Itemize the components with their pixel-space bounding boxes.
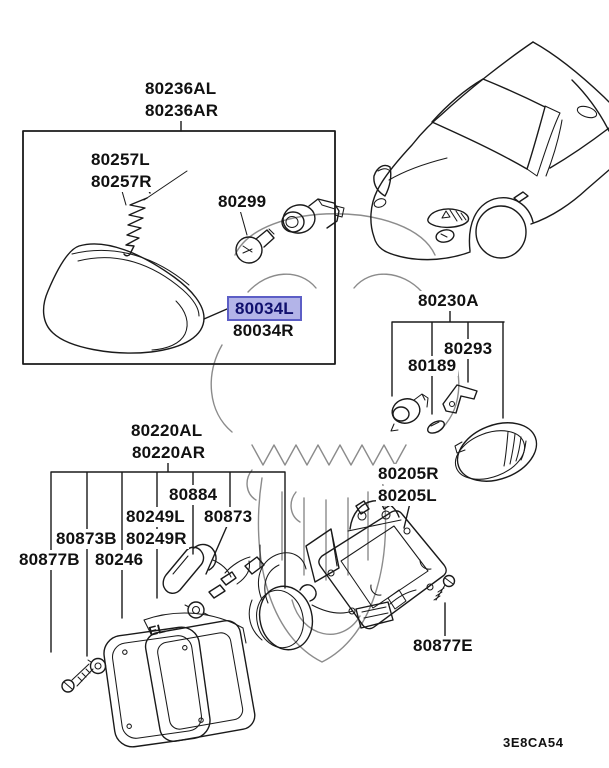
fog-lamp-bracket-drawing [305, 495, 447, 630]
part-label-80257L[interactable]: 80257L [89, 150, 152, 170]
part-label-80034L-selected[interactable]: 80034L [227, 296, 302, 321]
part-label-80299[interactable]: 80299 [216, 192, 269, 212]
part-label-80257R[interactable]: 80257R [89, 172, 154, 192]
part-label-80236AR[interactable]: 80236AR [143, 101, 221, 121]
part-label-80884[interactable]: 80884 [167, 485, 220, 505]
socket-drawing [281, 198, 345, 234]
part-label-80205R[interactable]: 80205R [376, 464, 441, 484]
part-label-80034R[interactable]: 80034R [231, 321, 296, 341]
part-label-80230A[interactable]: 80230A [416, 291, 481, 311]
part-label-80249R[interactable]: 80249R [124, 529, 189, 549]
screw-and-nut-drawing [61, 657, 107, 693]
part-label-80873[interactable]: 80873 [202, 507, 255, 527]
grommet-drawing [184, 601, 209, 619]
lamp-el-marking: EL [147, 620, 167, 639]
part-label-80877B[interactable]: 80877B [17, 550, 82, 570]
part-label-80189[interactable]: 80189 [406, 356, 459, 376]
part-label-80236AL[interactable]: 80236AL [143, 79, 219, 99]
part-label-80205L[interactable]: 80205L [376, 486, 439, 506]
part-label-80873B[interactable]: 80873B [54, 529, 119, 549]
side-marker-group [390, 308, 538, 482]
headlamp-lens-drawing [42, 243, 228, 354]
car-sketch [370, 41, 609, 261]
wiring-harness-drawing [208, 544, 307, 604]
fog-bulb-drawing [162, 543, 232, 594]
screw-80877E-drawing [433, 574, 456, 637]
part-label-80220AL[interactable]: 80220AL [129, 421, 205, 441]
figure-code: 3E8CA54 [503, 735, 564, 750]
headlamp-group-box [22, 119, 336, 365]
bulb-drawing [235, 209, 275, 264]
part-label-80877E[interactable]: 80877E [411, 636, 475, 656]
part-label-80246[interactable]: 80246 [93, 550, 146, 570]
part-label-80220AR[interactable]: 80220AR [130, 443, 208, 463]
fog-lamp-housing-drawing [248, 584, 417, 651]
part-label-80293[interactable]: 80293 [442, 339, 495, 359]
fog-lamp-unit-drawing: EL [103, 612, 256, 748]
part-label-80249L[interactable]: 80249L [124, 507, 187, 527]
